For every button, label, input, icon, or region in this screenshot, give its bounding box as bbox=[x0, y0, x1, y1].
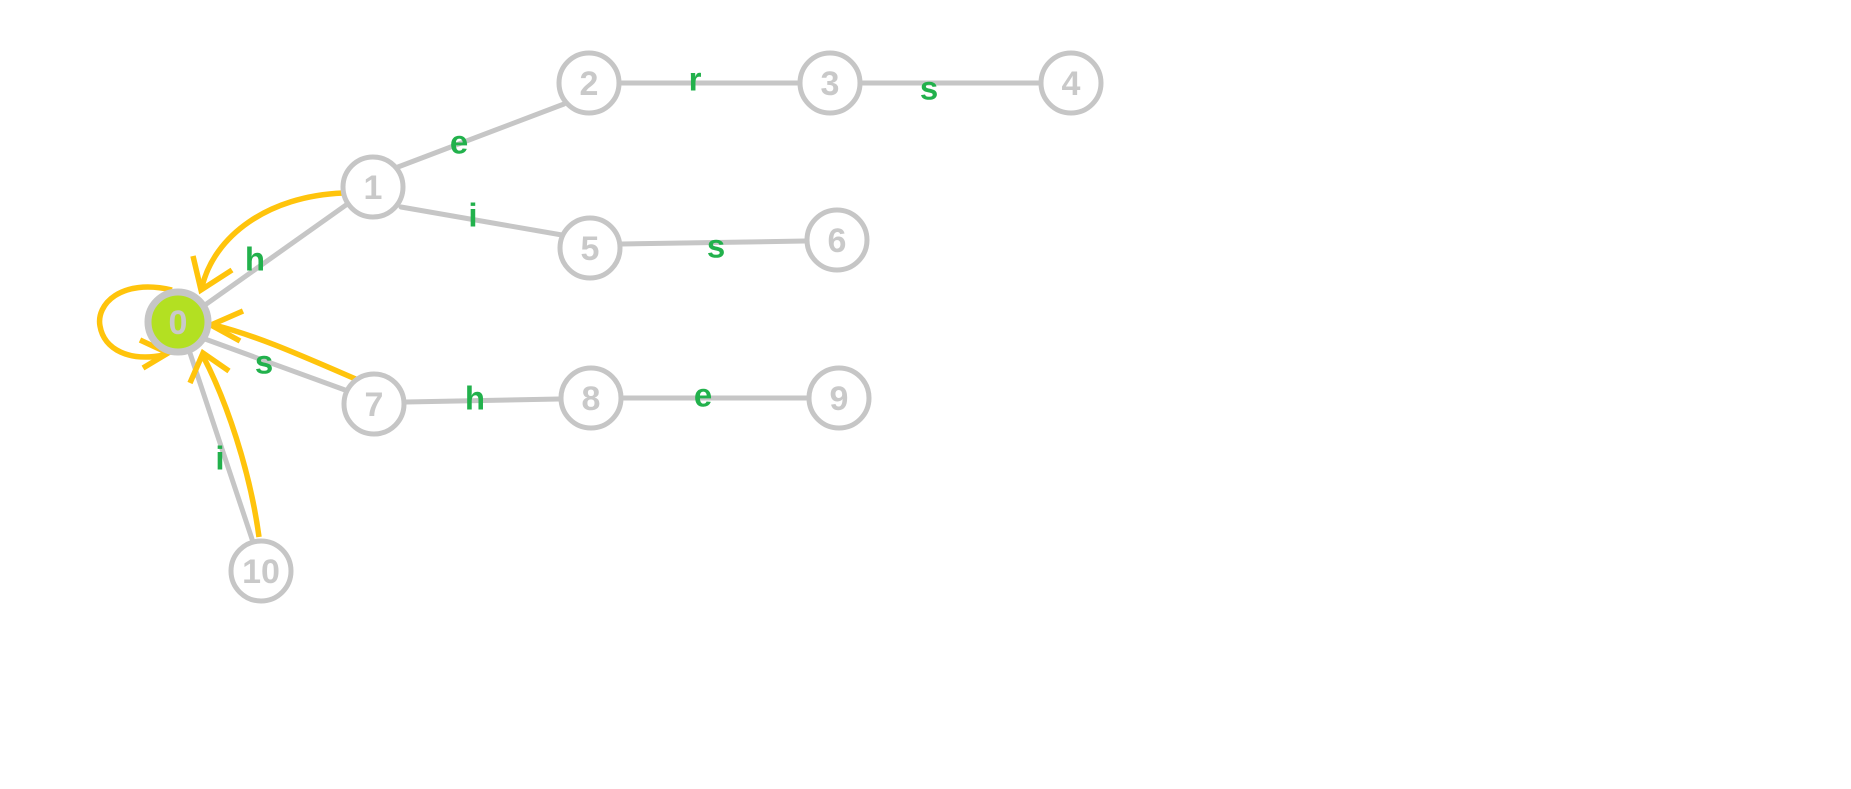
node-4-label: 4 bbox=[1062, 65, 1081, 103]
node-10-circle[interactable] bbox=[228, 538, 294, 604]
node-6-circle[interactable] bbox=[804, 207, 870, 273]
node-5[interactable]: 5 bbox=[557, 215, 623, 281]
suffix-link-layer bbox=[96, 190, 360, 538]
edge-label-2-3: r bbox=[689, 61, 702, 98]
edge-5-6[interactable] bbox=[619, 238, 808, 247]
edge-label-0-7: s bbox=[255, 344, 273, 381]
node-2-circle[interactable] bbox=[556, 50, 622, 116]
suffix-link-7-to-0[interactable] bbox=[213, 322, 360, 383]
edge-0-10[interactable] bbox=[187, 350, 255, 542]
node-9-circle[interactable] bbox=[806, 365, 872, 431]
node-3-circle[interactable] bbox=[797, 50, 863, 116]
edge-label-8-9: e bbox=[694, 377, 712, 414]
node-5-label: 5 bbox=[581, 230, 600, 268]
suffix-link-10-to-0-arrowhead bbox=[187, 348, 231, 385]
edge-label-3-4: s bbox=[920, 70, 938, 107]
node-9-label: 9 bbox=[830, 380, 849, 418]
node-4[interactable]: 4 bbox=[1038, 50, 1104, 116]
node-5-circle[interactable] bbox=[557, 215, 623, 281]
suffix-link-10-to-0[interactable] bbox=[200, 354, 262, 538]
edge-label-1-5: i bbox=[468, 197, 477, 234]
node-1[interactable]: 1 bbox=[340, 154, 406, 220]
suffix-link-1-to-0[interactable] bbox=[199, 190, 344, 288]
node-layer: 0 1 2 3 4 5 6 bbox=[144, 50, 1104, 604]
node-0-label: 0 bbox=[169, 304, 188, 342]
edge-7-8[interactable] bbox=[403, 396, 562, 405]
node-2-label: 2 bbox=[580, 65, 599, 103]
edge-label-0-1: h bbox=[245, 241, 265, 278]
node-9[interactable]: 9 bbox=[806, 365, 872, 431]
edge-label-7-8: h bbox=[465, 380, 485, 417]
edge-label-5-6: s bbox=[707, 228, 725, 265]
node-2[interactable]: 2 bbox=[556, 50, 622, 116]
node-6[interactable]: 6 bbox=[804, 207, 870, 273]
suffix-link-1-to-0-arrowhead bbox=[190, 255, 234, 295]
node-3[interactable]: 3 bbox=[797, 50, 863, 116]
node-8-label: 8 bbox=[582, 380, 601, 418]
node-10[interactable]: 10 bbox=[228, 538, 294, 604]
node-8-circle[interactable] bbox=[558, 365, 624, 431]
node-7-label: 7 bbox=[365, 386, 384, 424]
node-0[interactable]: 0 bbox=[144, 288, 212, 356]
node-8[interactable]: 8 bbox=[558, 365, 624, 431]
node-3-label: 3 bbox=[821, 65, 840, 103]
edge-label-1-2: e bbox=[450, 124, 468, 161]
node-1-circle[interactable] bbox=[340, 154, 406, 220]
edge-0-7[interactable] bbox=[202, 336, 348, 393]
node-10-label: 10 bbox=[242, 553, 280, 591]
node-7-circle[interactable] bbox=[341, 371, 407, 437]
edge-label-0-10: i bbox=[215, 440, 224, 477]
edge-layer bbox=[187, 80, 1042, 542]
suffix-link-self-0[interactable] bbox=[96, 284, 173, 360]
node-4-circle[interactable] bbox=[1038, 50, 1104, 116]
node-7[interactable]: 7 bbox=[341, 371, 407, 437]
node-0-circle[interactable] bbox=[144, 288, 212, 356]
edge-1-5[interactable] bbox=[398, 204, 565, 238]
edge-1-2[interactable] bbox=[395, 101, 567, 170]
node-6-label: 6 bbox=[828, 222, 847, 260]
edge-0-1[interactable] bbox=[202, 202, 349, 308]
node-1-label: 1 bbox=[364, 169, 383, 207]
edge-label-layer: h e r s i s s h e i bbox=[215, 61, 938, 477]
